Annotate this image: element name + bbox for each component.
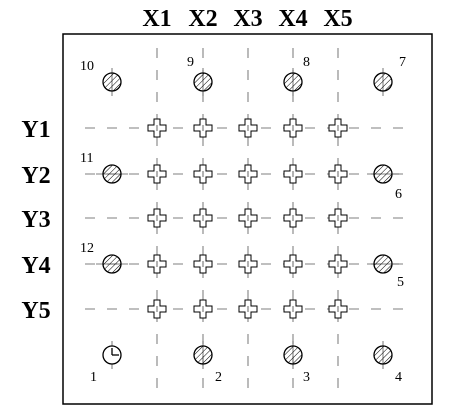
- hatched-hole-icon: [283, 72, 303, 92]
- column-label: X1: [142, 6, 171, 32]
- hole-number-label: 6: [395, 187, 402, 202]
- hatched-hole-icon: [102, 254, 122, 274]
- column-label: X4: [278, 6, 307, 32]
- hatched-hole-icon: [373, 254, 393, 274]
- hatched-hole-icon: [102, 164, 122, 184]
- hatched-hole-icon: [193, 345, 213, 365]
- hole-number-label: 5: [397, 275, 404, 290]
- hatched-hole-icon: [102, 72, 122, 92]
- hole-number-label: 4: [395, 370, 402, 385]
- column-label: X5: [323, 6, 352, 32]
- hole-number-label: 9: [187, 55, 194, 70]
- hole-number-label: 7: [399, 55, 406, 70]
- diagram-frame: [62, 33, 433, 405]
- hole-number-label: 11: [80, 151, 93, 166]
- hole-number-label: 10: [80, 59, 94, 74]
- hatched-hole-icon: [373, 164, 393, 184]
- row-label: Y4: [21, 253, 50, 279]
- hatched-hole-icon: [373, 345, 393, 365]
- column-label: X3: [233, 6, 262, 32]
- row-label: Y3: [21, 207, 50, 233]
- column-label: X2: [188, 6, 217, 32]
- hole-number-label: 3: [303, 370, 310, 385]
- hole-number-label: 2: [215, 370, 222, 385]
- hatched-hole-icon: [283, 345, 303, 365]
- hole-number-label: 12: [80, 241, 94, 256]
- hatched-hole-icon: [193, 72, 213, 92]
- hatched-hole-icon: [373, 72, 393, 92]
- row-label: Y2: [21, 163, 50, 189]
- hole-number-label: 1: [90, 370, 97, 385]
- cross-markers: [147, 118, 348, 319]
- row-label: Y1: [21, 117, 50, 143]
- row-label: Y5: [21, 298, 50, 324]
- hole-number-label: 8: [303, 55, 310, 70]
